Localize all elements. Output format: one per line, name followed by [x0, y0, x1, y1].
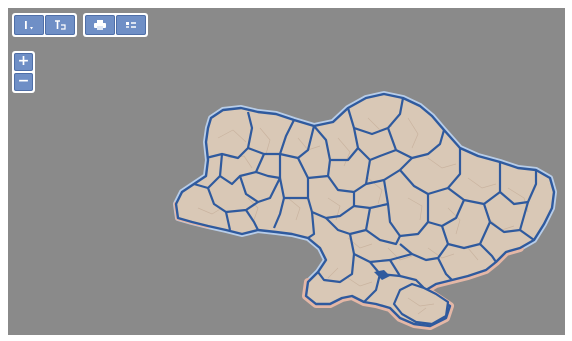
toolbar-group-query	[12, 13, 77, 37]
select-button[interactable]	[45, 15, 75, 35]
legend-button[interactable]	[116, 15, 146, 35]
water-inlet	[374, 270, 390, 280]
info-cursor-icon	[25, 21, 33, 30]
legend-layers-icon	[126, 22, 136, 28]
crimea-district-lines	[407, 297, 435, 315]
ukraine-oblast-map[interactable]	[8, 8, 565, 335]
country-land[interactable]	[176, 94, 554, 326]
toolbar-group-output	[83, 13, 148, 37]
crimea-peninsula[interactable]	[392, 282, 450, 326]
print-button[interactable]	[85, 15, 115, 35]
identify-button[interactable]	[14, 15, 44, 35]
printer-icon	[94, 20, 106, 30]
map-toolbar	[12, 13, 148, 37]
map-viewport[interactable]: + −	[8, 8, 565, 335]
select-pointer-icon	[55, 20, 66, 30]
zoom-out-button[interactable]: −	[14, 73, 33, 91]
oblast-boundaries	[193, 97, 538, 303]
zoom-in-button[interactable]: +	[14, 53, 33, 71]
zoom-control: + −	[12, 51, 35, 93]
